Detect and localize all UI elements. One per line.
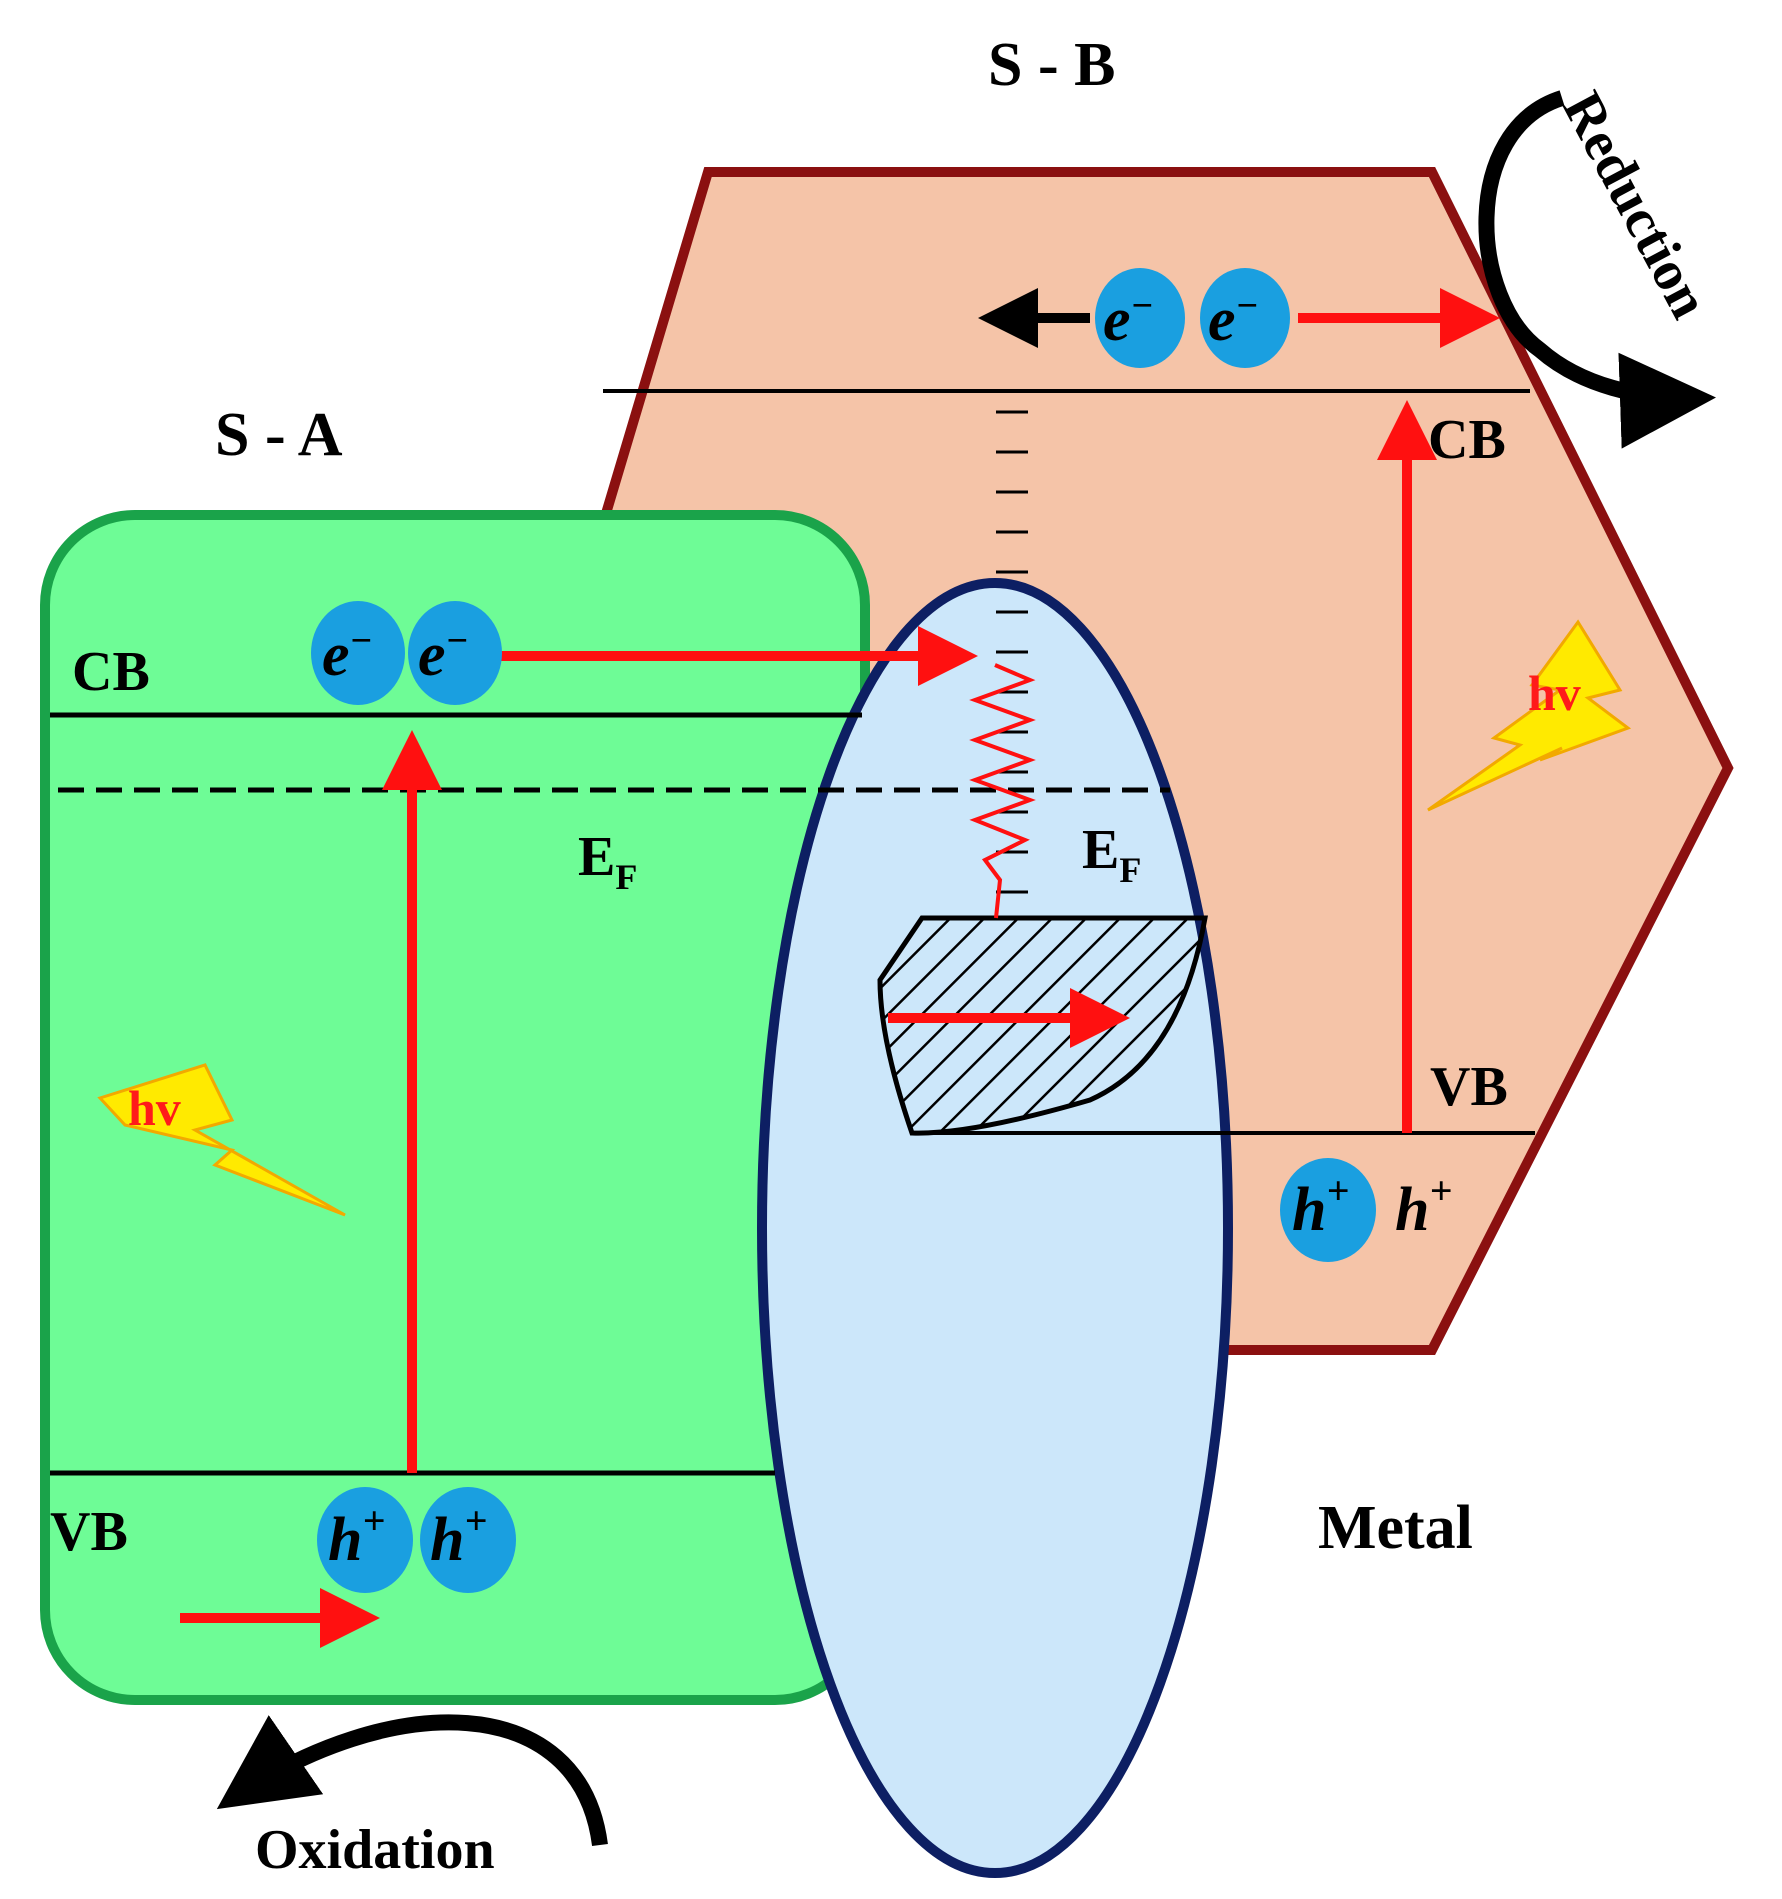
sa-hv-label: hv (128, 1080, 181, 1136)
sb-lightning-icon (1427, 619, 1632, 812)
sb-title: S - B (988, 31, 1115, 99)
sb-hole-2: h+ (1395, 1168, 1452, 1244)
sa-hole-2: h+ (430, 1498, 487, 1574)
sa-electrons (311, 601, 502, 705)
sb-cb-label: CB (1428, 409, 1506, 471)
metal-label: Metal (1318, 1494, 1473, 1562)
sa-hole-1: h+ (328, 1498, 385, 1574)
metal-occupied-states (877, 915, 1208, 1136)
sb-electron-1: e− (1103, 285, 1154, 354)
sb-vb-label: VB (1430, 1056, 1508, 1118)
sa-cb-label: CB (72, 641, 150, 703)
sa-electron-2: e− (418, 620, 469, 689)
sb-hv-label: hv (1528, 665, 1581, 721)
relaxation-zigzag (969, 663, 1036, 919)
sa-lightning-icon (97, 1063, 346, 1217)
sb-electron-2: e− (1208, 285, 1259, 354)
metal-body (757, 578, 1233, 1878)
sa-holes (317, 1487, 516, 1593)
sa-fermi-label: EF (578, 826, 637, 897)
sa-electron-1: e− (322, 620, 373, 689)
reduction-label: Reduction (1551, 82, 1721, 328)
sa-vb-label: VB (50, 1501, 128, 1563)
sb-hole-1: h+ (1292, 1168, 1349, 1244)
sb-holes (1280, 1158, 1376, 1262)
metal-fermi-label: EF (1082, 819, 1141, 890)
reduction-curved-arrow-icon (1478, 90, 1716, 449)
sa-title: S - A (215, 401, 343, 469)
sb-electrons (1095, 268, 1290, 368)
oxidation-curved-arrow-icon (216, 1714, 608, 1847)
oxidation-label: Oxidation (255, 1819, 495, 1881)
